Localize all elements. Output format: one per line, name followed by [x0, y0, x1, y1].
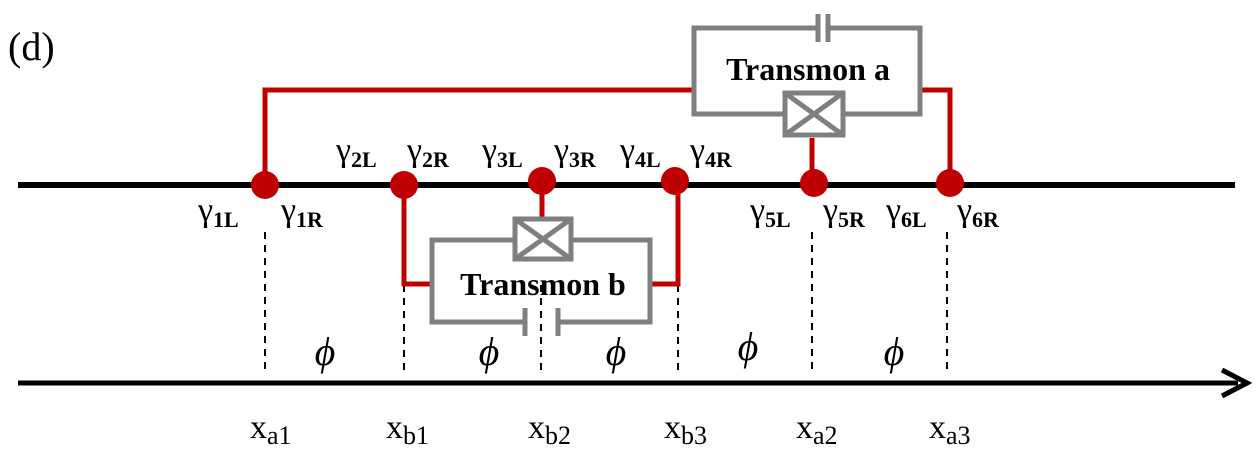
phase-label: ϕ — [606, 329, 627, 374]
transmon-a: Transmon a — [691, 14, 923, 138]
position-label: xb2 — [528, 409, 571, 450]
panel-label: (d) — [8, 24, 55, 69]
transmon-a-label: Transmon a — [726, 51, 890, 87]
majorana-label: γ5L — [749, 192, 791, 232]
position-label: xb1 — [386, 409, 429, 450]
majorana-node — [800, 169, 828, 197]
josephson-junction-icon — [782, 90, 846, 138]
position-label: xb3 — [664, 409, 707, 450]
position-axis — [18, 367, 1253, 399]
majorana-label: γ4R — [689, 132, 733, 172]
transmon-b: Transmon b — [429, 216, 653, 336]
phase-label: ϕ — [315, 329, 336, 374]
majorana-label: γ3L — [481, 132, 523, 172]
majorana-label: γ4L — [619, 132, 661, 172]
position-label: xa1 — [250, 409, 292, 450]
phase-label: ϕ — [479, 329, 500, 374]
majorana-node — [661, 167, 689, 195]
position-label: xa3 — [929, 409, 971, 450]
majorana-label: γ1L — [197, 192, 239, 232]
majorana-label: γ1R — [280, 192, 324, 232]
majorana-node — [251, 171, 279, 199]
majorana-nodes — [251, 167, 964, 199]
majorana-label: γ2L — [335, 132, 377, 172]
position-labels: xa1 xb1 xb2 xb3 xa2 xa3 — [250, 409, 971, 450]
majorana-label: γ3R — [553, 132, 597, 172]
phase-label: ϕ — [738, 324, 759, 369]
majorana-label: γ6L — [885, 192, 927, 232]
josephson-junction-icon — [512, 216, 574, 262]
majorana-label: γ6R — [956, 192, 1000, 232]
majorana-label: γ5R — [822, 192, 866, 232]
phase-labels: ϕ ϕ ϕ ϕ ϕ — [315, 324, 905, 374]
phase-label: ϕ — [884, 329, 905, 374]
majorana-label: γ2R — [406, 132, 450, 172]
majorana-labels: γ1L γ1R γ2L γ2R γ3L γ3R γ4L γ4R γ5L γ5R … — [197, 132, 1000, 232]
majorana-node — [936, 169, 964, 197]
position-guides — [264, 232, 948, 375]
position-label: xa2 — [796, 409, 838, 450]
majorana-node — [390, 171, 418, 199]
transmon-b-label: Transmon b — [460, 266, 626, 302]
majorana-node — [528, 167, 556, 195]
